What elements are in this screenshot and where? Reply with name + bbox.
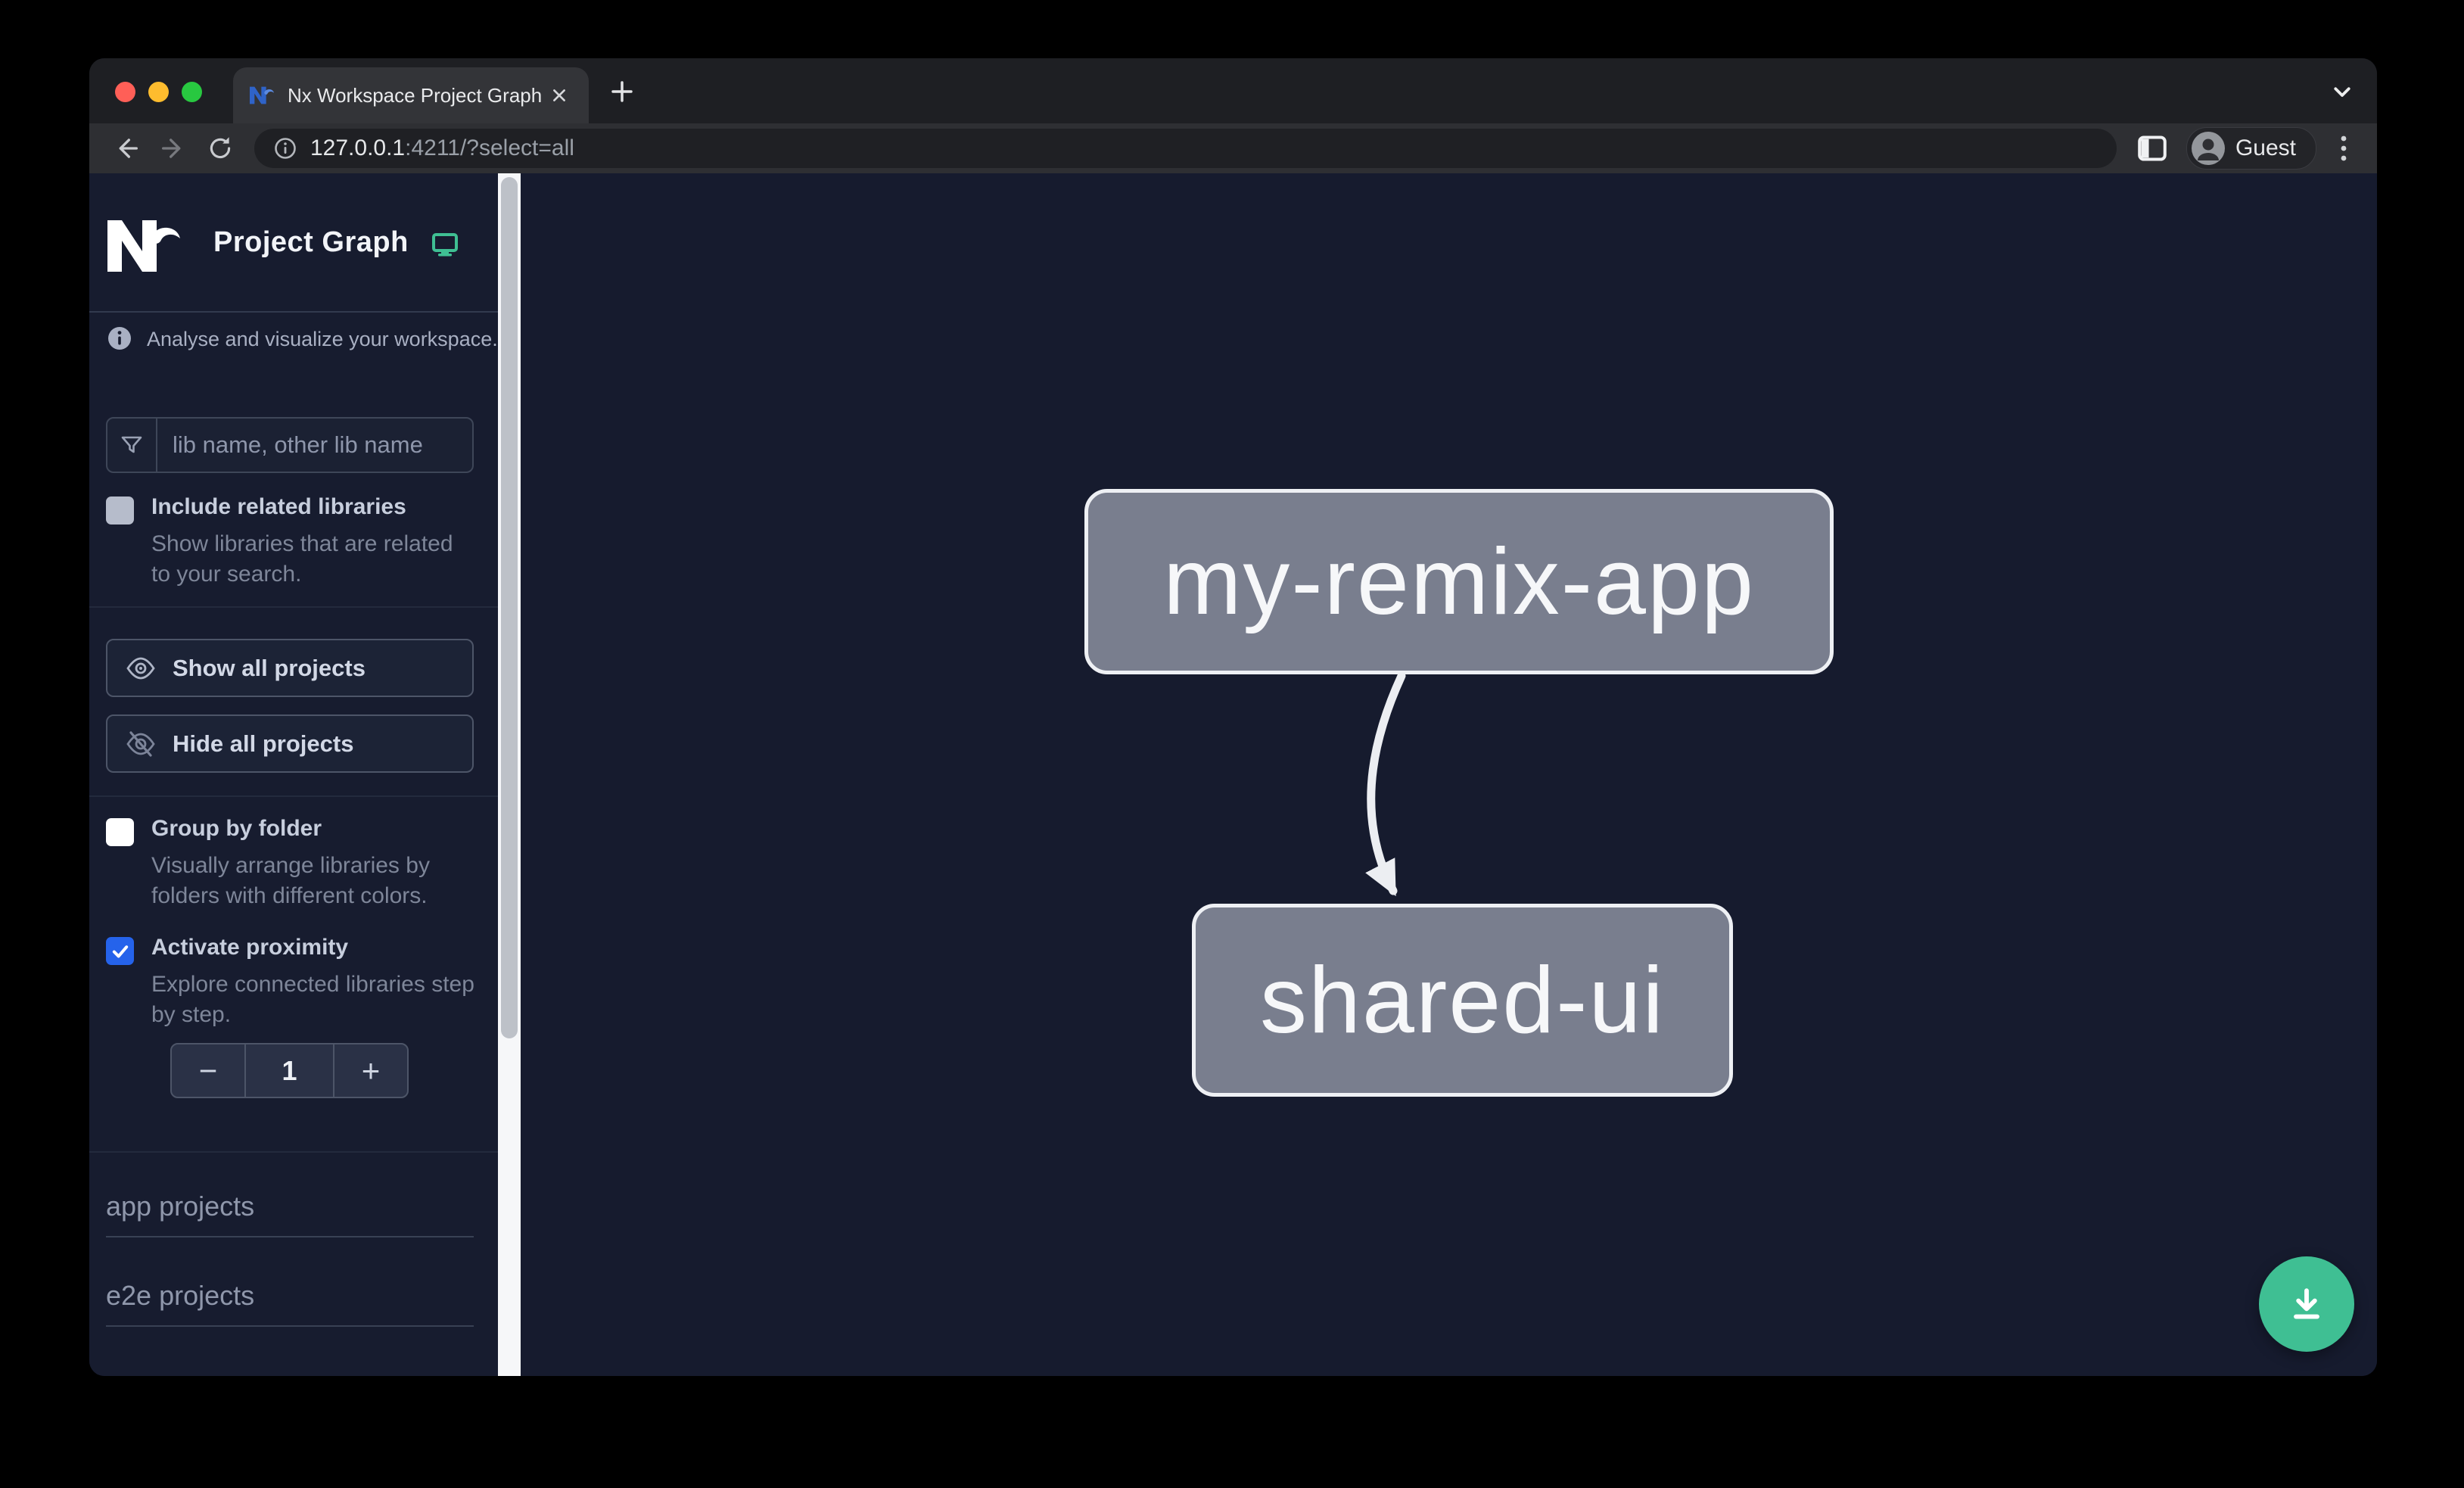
tab-strip: Nx Workspace Project Graph bbox=[89, 58, 2377, 123]
url-text: 127.0.0.1:4211/?select=all bbox=[310, 135, 574, 161]
activate-proximity-description: Explore connected libraries step by step… bbox=[151, 972, 474, 1027]
hide-all-projects-button[interactable]: Hide all projects bbox=[106, 714, 474, 773]
hide-all-projects-label: Hide all projects bbox=[173, 730, 354, 757]
nx-logo bbox=[107, 220, 180, 272]
window-controls bbox=[115, 82, 202, 102]
graph-node-my-remix-app[interactable]: my-remix-app bbox=[1084, 489, 1834, 674]
theme-monitor-icon[interactable] bbox=[431, 231, 459, 258]
close-window-button[interactable] bbox=[115, 82, 135, 102]
section-divider bbox=[89, 1151, 498, 1153]
section-heading-app-projects: app projects bbox=[106, 1191, 474, 1237]
node-label: my-remix-app bbox=[1163, 529, 1755, 634]
reload-icon[interactable] bbox=[200, 128, 241, 169]
browser-window: Nx Workspace Project Graph bbox=[89, 58, 2377, 1376]
activate-proximity-checkbox[interactable] bbox=[106, 937, 134, 965]
filter-input-group bbox=[106, 417, 474, 473]
include-related-label: Include related libraries bbox=[151, 494, 406, 519]
forward-icon[interactable] bbox=[153, 128, 194, 169]
include-related-checkbox[interactable] bbox=[106, 497, 134, 525]
profile-chip[interactable]: Guest bbox=[2186, 127, 2316, 170]
tab-search-chevron-icon[interactable] bbox=[2329, 78, 2356, 105]
dependency-edge bbox=[1365, 671, 1406, 897]
tab-close-icon[interactable] bbox=[546, 82, 572, 108]
profile-label: Guest bbox=[2235, 135, 2296, 160]
group-by-folder-label: Group by folder bbox=[151, 816, 322, 841]
graph-node-shared-ui[interactable]: shared-ui bbox=[1192, 904, 1733, 1097]
graph-canvas[interactable]: my-remix-app shared-ui bbox=[521, 173, 2377, 1376]
browser-tab[interactable]: Nx Workspace Project Graph bbox=[233, 67, 589, 123]
show-all-projects-label: Show all projects bbox=[173, 654, 366, 681]
filter-input[interactable] bbox=[157, 419, 472, 472]
url-host: 127.0.0.1 bbox=[310, 135, 406, 160]
browser-toolbar: 127.0.0.1:4211/?select=all Guest bbox=[89, 123, 2377, 173]
section-divider bbox=[89, 606, 498, 608]
back-icon[interactable] bbox=[106, 128, 147, 169]
filter-funnel-icon bbox=[107, 419, 157, 472]
info-icon bbox=[107, 326, 132, 350]
proximity-depth-stepper: − 1 + bbox=[170, 1043, 409, 1098]
eye-off-icon bbox=[126, 729, 156, 759]
window-content: Project Graph Analyse an bbox=[89, 173, 2377, 1376]
sidebar: Project Graph Analyse an bbox=[89, 173, 498, 1376]
header-divider bbox=[89, 311, 498, 313]
download-icon bbox=[2294, 1288, 2319, 1319]
new-tab-button[interactable] bbox=[608, 78, 636, 105]
group-by-folder-checkbox[interactable] bbox=[106, 818, 134, 846]
group-by-folder-description: Visually arrange libraries by folders wi… bbox=[151, 853, 430, 908]
section-divider bbox=[89, 795, 498, 797]
increment-button[interactable]: + bbox=[361, 1052, 381, 1088]
activate-proximity-label: Activate proximity bbox=[151, 935, 349, 960]
section-heading-e2e-projects: e2e projects bbox=[106, 1280, 474, 1327]
avatar-icon bbox=[2191, 132, 2225, 165]
url-bar[interactable]: 127.0.0.1:4211/?select=all bbox=[254, 129, 2117, 168]
include-related-description: Show libraries that are related to your … bbox=[151, 531, 453, 587]
eye-icon bbox=[126, 653, 156, 683]
page-title: Project Graph bbox=[213, 226, 409, 258]
download-graph-button[interactable] bbox=[2259, 1256, 2354, 1352]
browser-menu-icon[interactable] bbox=[2327, 128, 2360, 169]
scrollbar-thumb[interactable] bbox=[501, 177, 518, 1038]
zoom-window-button[interactable] bbox=[182, 82, 202, 102]
url-path: :4211/?select=all bbox=[405, 135, 574, 160]
decrement-button[interactable]: − bbox=[198, 1052, 218, 1088]
nx-favicon-icon bbox=[250, 86, 274, 105]
minimize-window-button[interactable] bbox=[148, 82, 169, 102]
sidebar-scrollbar[interactable] bbox=[498, 173, 521, 1376]
tagline: Analyse and visualize your workspace. bbox=[147, 328, 498, 350]
tab-title: Nx Workspace Project Graph bbox=[288, 83, 543, 107]
proximity-depth-value: 1 bbox=[244, 1044, 334, 1097]
site-info-icon[interactable] bbox=[274, 137, 297, 160]
show-all-projects-button[interactable]: Show all projects bbox=[106, 639, 474, 697]
node-label: shared-ui bbox=[1260, 948, 1665, 1053]
side-panel-icon[interactable] bbox=[2135, 131, 2170, 166]
